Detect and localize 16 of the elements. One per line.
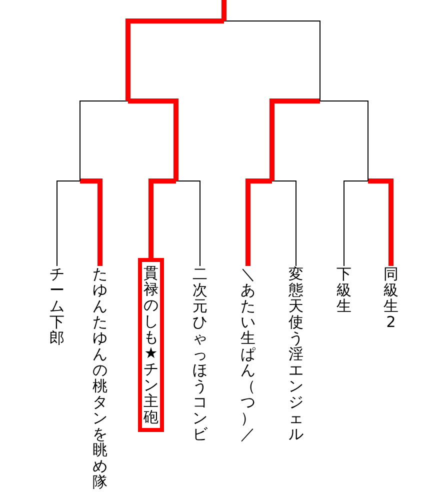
champion-box: 貫禄のしも★チン主砲	[138, 258, 164, 432]
bracket-line	[176, 180, 200, 266]
bracket-line	[368, 178, 394, 266]
bracket-line	[80, 178, 102, 266]
team-name: たゆんたゆんの桃タンを眺め隊	[92, 266, 108, 490]
team-name: ＼あたい生ぱん（つ）／	[240, 266, 256, 442]
team-name: チーム下郎	[49, 266, 65, 346]
bracket-line	[344, 180, 368, 266]
team-name: 下級生	[336, 266, 352, 314]
team-name: 二次元ひゃっほうコンビ	[192, 266, 208, 442]
bracket-line	[56, 180, 80, 266]
bracket-line	[272, 180, 296, 266]
bracket-line	[246, 178, 272, 266]
team-name: 変態天使う淫エンジェル	[288, 266, 304, 442]
bracket-line	[148, 178, 176, 258]
team-name: 同級生2	[383, 266, 399, 330]
